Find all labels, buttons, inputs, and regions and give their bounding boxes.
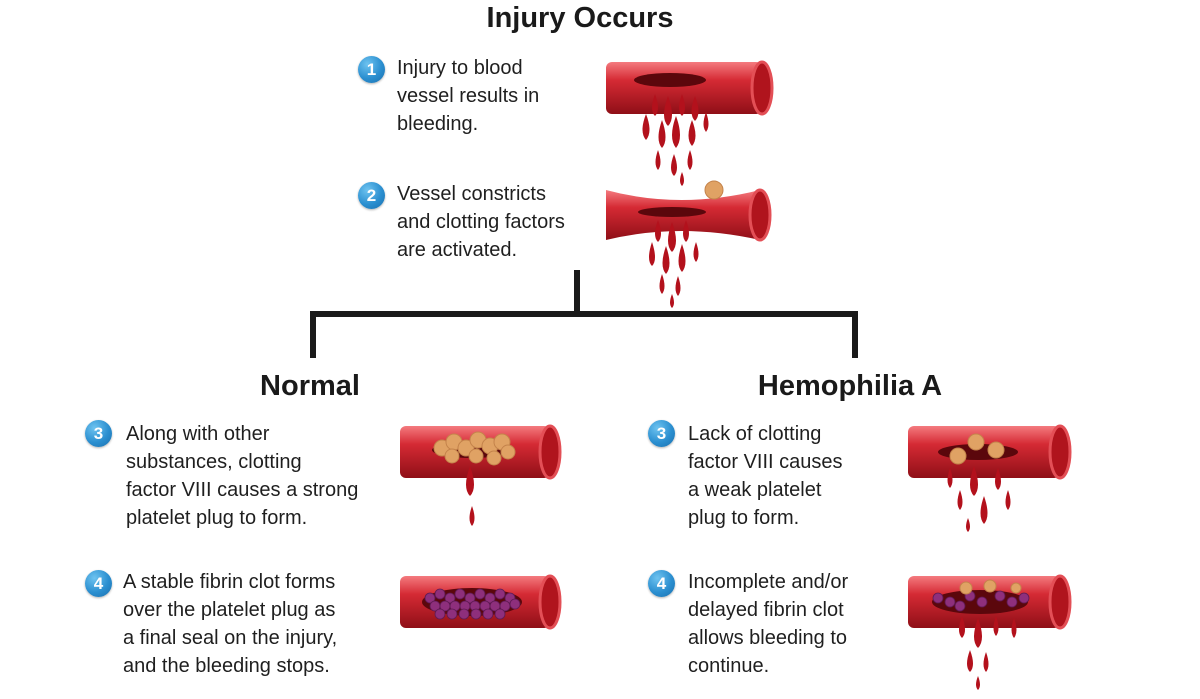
normal-step-4-number-badge: 4 [85,570,112,597]
step-1-number-badge: 1 [358,56,385,83]
branch-connector [310,270,858,358]
vessel-constriction-illustration [606,180,772,308]
step-1-text: Injury to blood vessel results in bleedi… [397,57,540,135]
strong-platelet-plug-illustration [400,424,562,526]
normal-heading: Normal [260,370,360,402]
normal-step-3-text: Along with other substances, clotting fa… [126,423,359,529]
weak-platelet-plug-illustration [908,424,1072,532]
step-2-text: Vessel constricts and clotting factors a… [397,183,565,261]
vessel-injury-bleeding-illustration [606,60,774,186]
hemophilia-step-4-number-badge: 4 [648,570,675,597]
stable-fibrin-clot-illustration [400,574,562,630]
normal-step-4-text: A stable fibrin clot forms over the plat… [123,571,338,677]
incomplete-fibrin-clot-illustration [908,574,1072,690]
hemophilia-step-4-text: Incomplete and/or delayed fibrin clot al… [688,571,849,677]
step-2-number-badge: 2 [358,182,385,209]
hemophilia-step-3-text: Lack of clotting factor VIII causes a we… [688,423,843,529]
normal-step-3-number-badge: 3 [85,420,112,447]
hemophilia-a-heading: Hemophilia A [757,370,943,402]
diagram-title: Injury Occurs [486,2,674,34]
hemophilia-step-3-number-badge: 3 [648,420,675,447]
